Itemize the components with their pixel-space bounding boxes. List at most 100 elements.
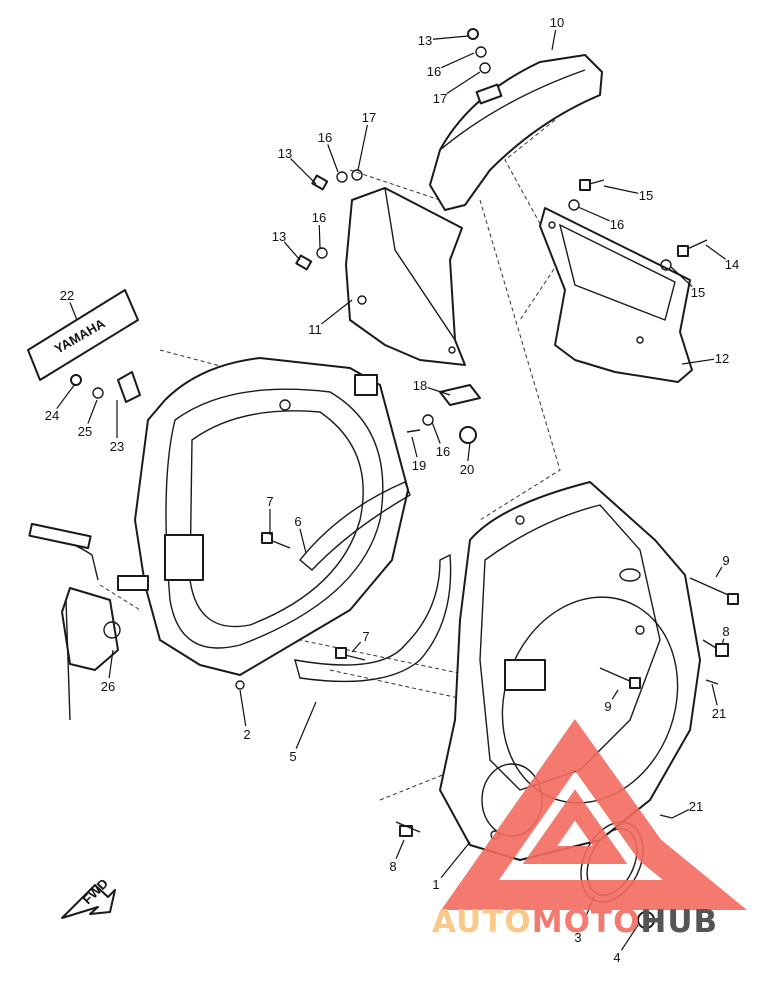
callout-14: 14 [705,244,739,272]
callout-12: 12 [681,351,729,366]
callout-leader [432,35,469,40]
callout-leader [395,839,405,859]
callout-leader [320,299,353,325]
callout-number: 2 [243,727,250,742]
callout-number: 21 [712,706,726,721]
callout-1: 1 [432,841,471,892]
callout-leader [108,649,114,679]
callout-number: 21 [689,799,703,814]
callout-leader [327,144,339,173]
callout-16: 16 [577,206,624,232]
callout-leader [620,924,639,951]
fwd-arrow: FWD [61,876,116,919]
callout-leader [56,383,76,409]
callout-number: 1 [432,877,439,892]
callout-leader [299,528,307,554]
callout-16: 16 [427,52,475,79]
callout-number: 16 [318,130,332,145]
callout-leader [357,124,368,171]
callout-number: 11 [308,322,322,337]
part-6-gasket [299,481,411,571]
part-23-clip [117,371,141,403]
callout-leader [721,638,725,646]
part-2-fan-housing [117,357,409,690]
callout-4: 4 [613,924,639,965]
callout-5: 5 [289,701,317,764]
callout-number: 5 [289,749,296,764]
callout-number: 9 [604,699,611,714]
callout-13: 13 [272,229,301,261]
watermark-text: AUTOMOTOHUB [432,904,718,940]
callout-number: 16 [427,64,441,79]
part-10-upper-bracket [429,54,603,211]
part-18-bracket [439,384,481,406]
callout-number: 12 [715,351,729,366]
callout-6: 6 [294,514,307,554]
callout-number: 6 [294,514,301,529]
callout-8: 8 [389,839,405,874]
watermark-part-hub: HUB [640,904,718,940]
callout-17: 17 [357,110,376,171]
callout-number: 4 [613,950,620,965]
callout-leader [431,421,441,444]
callout-leader [446,71,481,95]
part-12-cover-plate [539,207,693,383]
automotohub-watermark: AUTOMOTOHUB [432,719,748,940]
line-art [27,28,739,929]
callout-number: 22 [60,288,74,303]
callout-17: 17 [433,71,481,106]
callout-leader [295,701,317,749]
callout-number: 19 [412,458,426,473]
part-22-decal [27,289,139,381]
callout-leader [87,399,98,424]
callout-2: 2 [239,689,251,742]
callout-leader [427,386,451,396]
part-11-side-shroud [345,187,466,366]
callout-number: 15 [691,285,705,300]
callout-16: 16 [431,421,450,459]
callout-21: 21 [711,683,726,721]
callout-20: 20 [460,441,474,477]
callout-leader [670,266,693,288]
callout-leader [711,683,718,706]
callout-number: 13 [272,229,286,244]
callout-24: 24 [45,383,76,423]
callout-leader [603,185,639,194]
callout-7: 7 [351,629,370,653]
callout-leader [283,241,301,261]
callout-number: 16 [312,210,326,225]
callout-7: 7 [266,494,274,535]
callout-leader [440,841,471,879]
callout-number: 16 [436,444,450,459]
watermark-part-moto: MOTO [532,904,641,940]
callout-number: 15 [639,188,653,203]
callout-9: 9 [715,553,730,578]
callout-13: 13 [278,146,317,185]
callout-leader [671,809,690,819]
callout-leader [551,29,557,51]
callout-number: 7 [362,629,369,644]
watermark-part-auto: AUTO [432,904,532,940]
callout-leader [715,566,723,578]
callout-leader [681,358,715,365]
callout-18: 18 [413,378,451,396]
callout-number: 24 [45,408,59,423]
callout-number: 8 [722,624,729,639]
callout-leader [467,441,471,462]
callout-number: 26 [101,679,115,694]
callout-15: 15 [603,185,653,203]
callout-26: 26 [101,649,115,694]
callout-leader [411,436,418,458]
callout-number: 23 [110,439,124,454]
callout-23: 23 [110,400,124,454]
callout-number: 9 [722,553,729,568]
callout-16: 16 [318,130,339,173]
callout-number: 17 [362,110,376,125]
callout-leader [318,224,321,249]
callout-number: 17 [433,91,447,106]
watermark-logo [441,719,748,910]
callout-number: 25 [78,424,92,439]
